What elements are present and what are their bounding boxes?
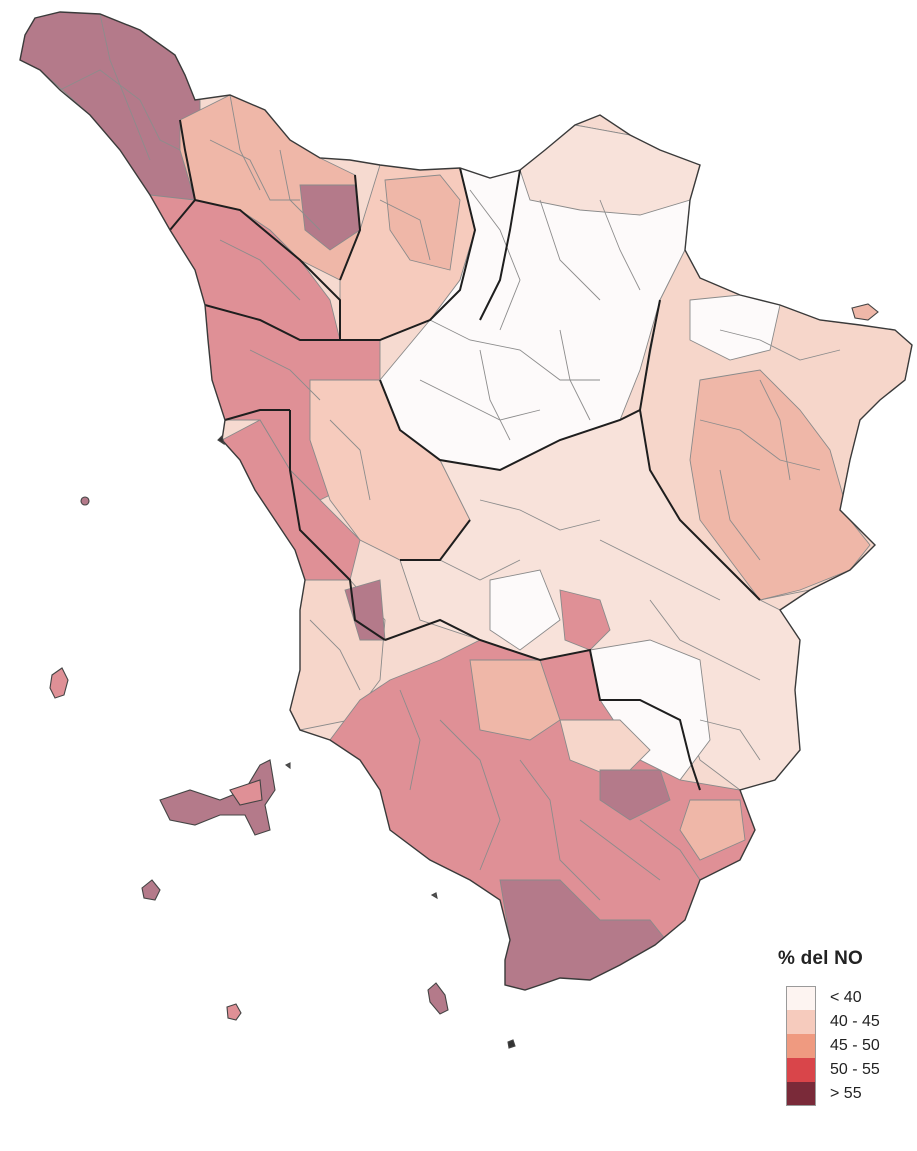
legend-swatch: [786, 1010, 816, 1034]
island-pianosa: [141, 879, 161, 901]
zone-grosseto-north: [469, 659, 561, 741]
legend-label: 40 - 45: [830, 1013, 880, 1030]
legend-label: 45 - 50: [830, 1037, 880, 1054]
zone-amiata-high: [599, 769, 671, 821]
legend-item: < 40: [786, 986, 908, 1010]
island-elba: [159, 759, 276, 836]
legend-rows: < 40 40 - 45 45 - 50 50 - 55 > 55: [778, 986, 908, 1106]
legend-swatch: [786, 1034, 816, 1058]
zone-siena-patch: [559, 589, 611, 651]
island-giglio: [427, 982, 449, 1015]
zone-northwest-high: [20, 12, 201, 231]
islet-2: [430, 892, 438, 900]
zone-pitigliano: [679, 799, 746, 861]
legend-label: 50 - 55: [830, 1061, 880, 1078]
islet-1: [284, 762, 291, 770]
zone-lucca-inner-high: [299, 184, 361, 251]
legend-swatch: [786, 986, 816, 1010]
municipality-fills: [20, 12, 912, 990]
legend-item: > 55: [786, 1082, 908, 1106]
legend-item: 50 - 55: [786, 1058, 908, 1082]
island-gorgona: [80, 496, 90, 506]
municipal-borders: [59, 13, 841, 901]
zone-mugello: [519, 124, 701, 216]
legend-title: % del NO: [778, 948, 864, 969]
island-capraia: [49, 667, 69, 699]
islands: [49, 303, 879, 1049]
enclave-east: [851, 303, 879, 321]
legend-item: 45 - 50: [786, 1034, 908, 1058]
islet-coast: [217, 434, 225, 446]
legend-item: 40 - 45: [786, 1010, 908, 1034]
island-giannutri: [507, 1039, 516, 1049]
legend-swatch: [786, 1082, 816, 1106]
legend-swatch: [786, 1058, 816, 1082]
zone-siena-west-low: [489, 569, 561, 651]
provincial-borders: [169, 119, 761, 791]
zone-grosseto-amiata: [559, 719, 651, 781]
map-legend: % del NO < 40 40 - 45 45 - 50 50 - 55 > …: [778, 948, 908, 1106]
island-montecristo: [226, 1003, 242, 1021]
legend-label: > 55: [830, 1085, 862, 1102]
island-elba-east: [229, 779, 263, 806]
legend-label: < 40: [830, 989, 862, 1006]
zone-pistoia-mountain: [384, 174, 461, 271]
